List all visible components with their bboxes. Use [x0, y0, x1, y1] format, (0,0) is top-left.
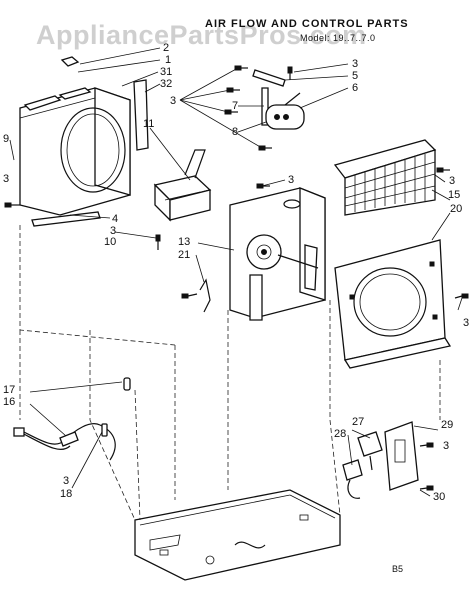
wiring-harness	[13, 377, 131, 461]
callout-29: 29	[441, 419, 453, 431]
part-11-control-bracket	[153, 149, 212, 222]
callout-20: 20	[450, 203, 462, 215]
callout-4: 4	[112, 213, 118, 225]
part-27-switch	[357, 431, 383, 457]
leader-lines	[9, 47, 463, 497]
model-number: Model: 19..7..7.0	[300, 33, 376, 43]
page-code: B5	[392, 564, 403, 574]
part-5-bracket	[252, 69, 286, 87]
callout-15: 15	[448, 189, 460, 201]
callout-7: 7	[232, 100, 238, 112]
callout-2: 2	[163, 42, 169, 54]
callout-9: 9	[3, 133, 9, 145]
callout-28: 28	[334, 428, 346, 440]
part-29-mount-plate	[384, 421, 419, 491]
callout-3-c: 3	[3, 173, 9, 185]
control-switches	[342, 421, 419, 499]
part-28-knob	[342, 459, 363, 481]
callout-21: 21	[178, 249, 190, 261]
callout-3-e: 3	[288, 174, 294, 186]
callout-10: 10	[104, 236, 116, 248]
control-brackets	[252, 69, 305, 130]
base-pan	[134, 489, 341, 581]
callout-6: 6	[352, 82, 358, 94]
part-17-connector	[123, 377, 131, 391]
part-32-seal-strip	[133, 79, 149, 151]
callout-3-g: 3	[463, 317, 469, 329]
part-20-orifice-panel	[334, 239, 452, 369]
callout-3-f: 3	[449, 175, 455, 187]
callout-17: 17	[3, 384, 15, 396]
callout-30: 30	[433, 491, 445, 503]
part-18-connector	[101, 423, 108, 437]
callout-1: 1	[165, 54, 171, 66]
air-flow-housing	[19, 56, 149, 216]
part-10-strip	[31, 211, 101, 227]
callout-16: 16	[3, 396, 15, 408]
motor-mount	[199, 187, 326, 321]
callout-3-i: 3	[443, 440, 449, 452]
callout-18: 18	[60, 488, 72, 500]
callout-3-h: 3	[63, 475, 69, 487]
callout-5: 5	[352, 70, 358, 82]
callout-13: 13	[178, 236, 190, 248]
callout-3-a: 3	[170, 95, 176, 107]
callout-32: 32	[160, 78, 172, 90]
watermark: AppliancePartsPros.com	[36, 20, 367, 50]
assembly-lines	[19, 225, 441, 521]
part-2-foam-block	[60, 56, 80, 67]
callout-27: 27	[352, 416, 364, 428]
part-15-louver	[333, 139, 437, 216]
callout-3-d: 3	[110, 225, 116, 237]
callout-8: 8	[232, 126, 238, 138]
callout-labels: 2 1 31 32 3 3 5 6 7 8 11 9 3 4 3 10 3 13…	[3, 42, 469, 503]
callout-11: 11	[143, 118, 154, 130]
callout-3-b: 3	[352, 58, 358, 70]
callout-31: 31	[160, 66, 172, 78]
diagram-title: AIR FLOW AND CONTROL PARTS	[205, 18, 409, 30]
